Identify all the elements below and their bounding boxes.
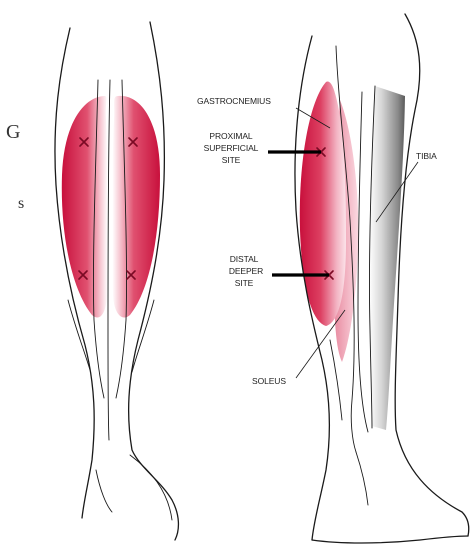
label-proximal-line3: SITE [222,155,241,165]
posterior-inner-left-line [68,300,90,370]
lateral-inner-line-2 [358,92,368,432]
posterior-heel-line [96,470,112,512]
label-distal-line2: DEEPER [229,266,263,276]
label-gastrocnemius: GASTROCNEMIUS [197,96,271,106]
label-tibia: TIBIA [416,151,437,161]
side-letter-top: G [6,121,20,143]
label-proximal-line2: SUPERFICIAL [204,143,259,153]
lateral-leg-front-outline [395,14,469,536]
label-distal-line3: SITE [235,278,254,288]
lateral-heel-line [356,452,368,505]
label-proximal-line1: PROXIMAL [209,131,253,141]
label-distal-line1: DISTAL [230,254,259,264]
lateral-leg-view [268,14,469,543]
lateral-foot-outline [312,536,468,543]
gastrocnemius-medial-head [62,96,108,318]
posterior-midline [108,80,110,440]
posterior-heel-curve [130,455,172,520]
posterior-inner-right-line [132,300,154,372]
side-letter-bottom: s [18,195,24,212]
posterior-leg-view [55,22,178,540]
label-soleus: SOLEUS [252,376,286,386]
gastrocnemius-lateral-head [112,96,160,318]
